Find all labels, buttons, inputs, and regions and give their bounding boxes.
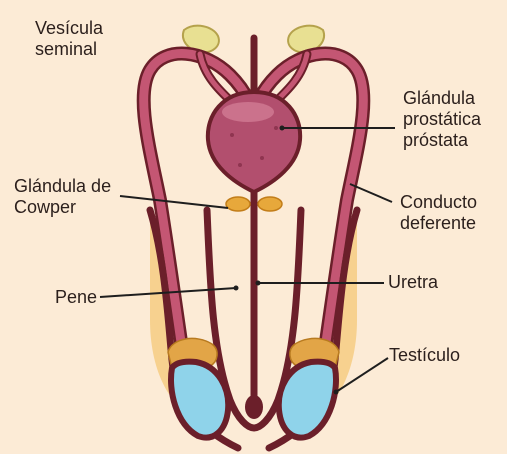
leader-conducto bbox=[350, 184, 392, 202]
label-glandula-cowper: Glándula de Cowper bbox=[14, 176, 111, 218]
leader-testiculo-dot bbox=[334, 390, 339, 395]
prostate-dot-1 bbox=[230, 133, 234, 137]
prostate-dot-4 bbox=[238, 163, 242, 167]
label-testiculo: Testículo bbox=[389, 345, 460, 366]
leader-pene-dot bbox=[234, 286, 239, 291]
label-conducto-line-2: deferente bbox=[400, 213, 477, 234]
label-cowper-line-2: Cowper bbox=[14, 197, 111, 218]
label-pene: Pene bbox=[55, 287, 97, 308]
label-uretra: Uretra bbox=[388, 272, 438, 293]
glans bbox=[245, 395, 263, 419]
leader-cowper bbox=[120, 196, 228, 208]
prostate-dot-2 bbox=[274, 126, 278, 130]
cowper-gland-right bbox=[258, 197, 282, 211]
testis-right bbox=[279, 362, 336, 438]
label-vesicula-line-1: Vesícula bbox=[35, 18, 103, 39]
leader-prostata-dot bbox=[280, 126, 285, 131]
label-vesicula-line-2: seminal bbox=[35, 39, 103, 60]
testis-left bbox=[171, 362, 228, 438]
label-conducto-deferente: Conducto deferente bbox=[400, 192, 477, 234]
prostate-dot-3 bbox=[260, 156, 264, 160]
prostate-highlight bbox=[222, 102, 274, 122]
label-prostata-line-1: Glándula bbox=[403, 88, 481, 109]
label-prostata-line-3: próstata bbox=[403, 130, 481, 151]
label-prostata-line-2: prostática bbox=[403, 109, 481, 130]
label-glandula-prostatica: Glándula prostática próstata bbox=[403, 88, 481, 151]
label-vesicula-seminal: Vesícula seminal bbox=[35, 18, 103, 60]
label-conducto-line-1: Conducto bbox=[400, 192, 477, 213]
cowper-gland-left bbox=[226, 197, 250, 211]
label-cowper-line-1: Glándula de bbox=[14, 176, 111, 197]
leader-uretra-dot bbox=[256, 281, 261, 286]
